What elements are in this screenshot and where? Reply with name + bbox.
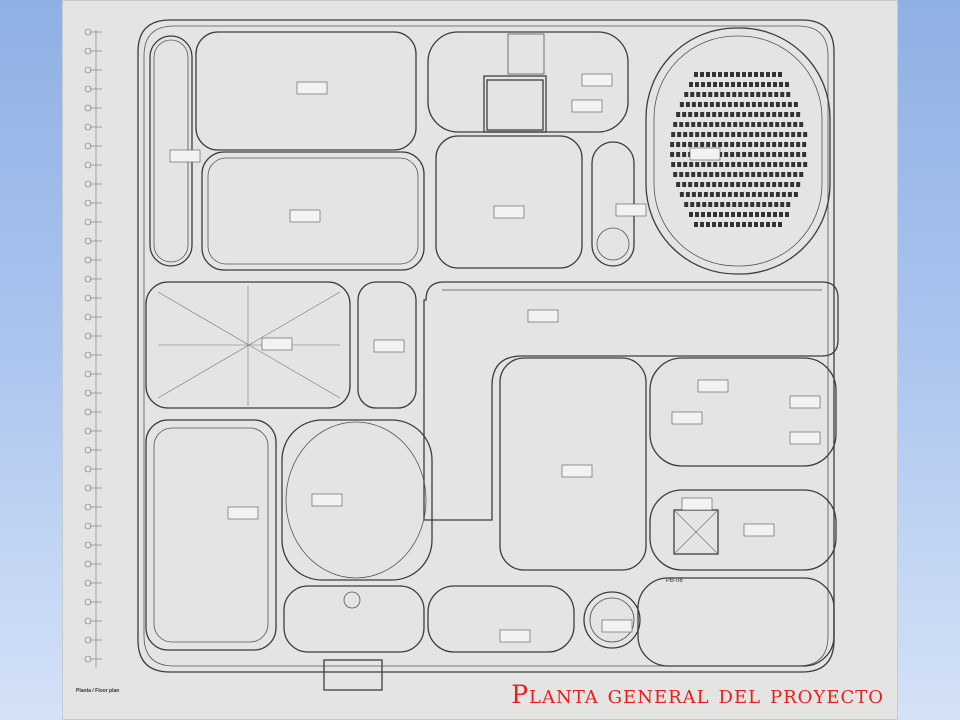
room-cross-hall (145, 281, 351, 409)
room-stair-small (357, 281, 417, 409)
drawing-sheet: PB-08 (62, 0, 898, 720)
room-meeting (649, 489, 837, 571)
floor-plan-caption: Planta / Floor plan (76, 688, 120, 694)
room-center-upper (435, 135, 583, 269)
capsule-circle (596, 227, 630, 261)
room-classroom (499, 357, 647, 571)
room-top-left (195, 31, 417, 151)
page-title: Planta general del proyecto (511, 680, 884, 709)
room-bottom-circle (583, 591, 641, 649)
room-office-upper (649, 357, 837, 467)
room-round (281, 419, 433, 581)
auditorium-seating (670, 72, 808, 227)
site-outline (137, 19, 835, 673)
entrance (323, 659, 383, 691)
room-labels (169, 73, 821, 643)
stair-core (483, 75, 547, 133)
corridor-code: PB-08 (666, 578, 683, 584)
room-bottom-center (427, 585, 575, 653)
room-bottom-right (637, 577, 835, 667)
stair-landing (507, 33, 545, 75)
room-bottom-left-small (283, 585, 425, 653)
room-sports (145, 419, 277, 651)
floor-plan-drawing: PB-08 (84, 19, 839, 691)
main-corridor (423, 281, 839, 521)
room-middle-left (201, 151, 425, 271)
room-auditorium (645, 27, 831, 275)
grid-ruler (84, 28, 102, 668)
